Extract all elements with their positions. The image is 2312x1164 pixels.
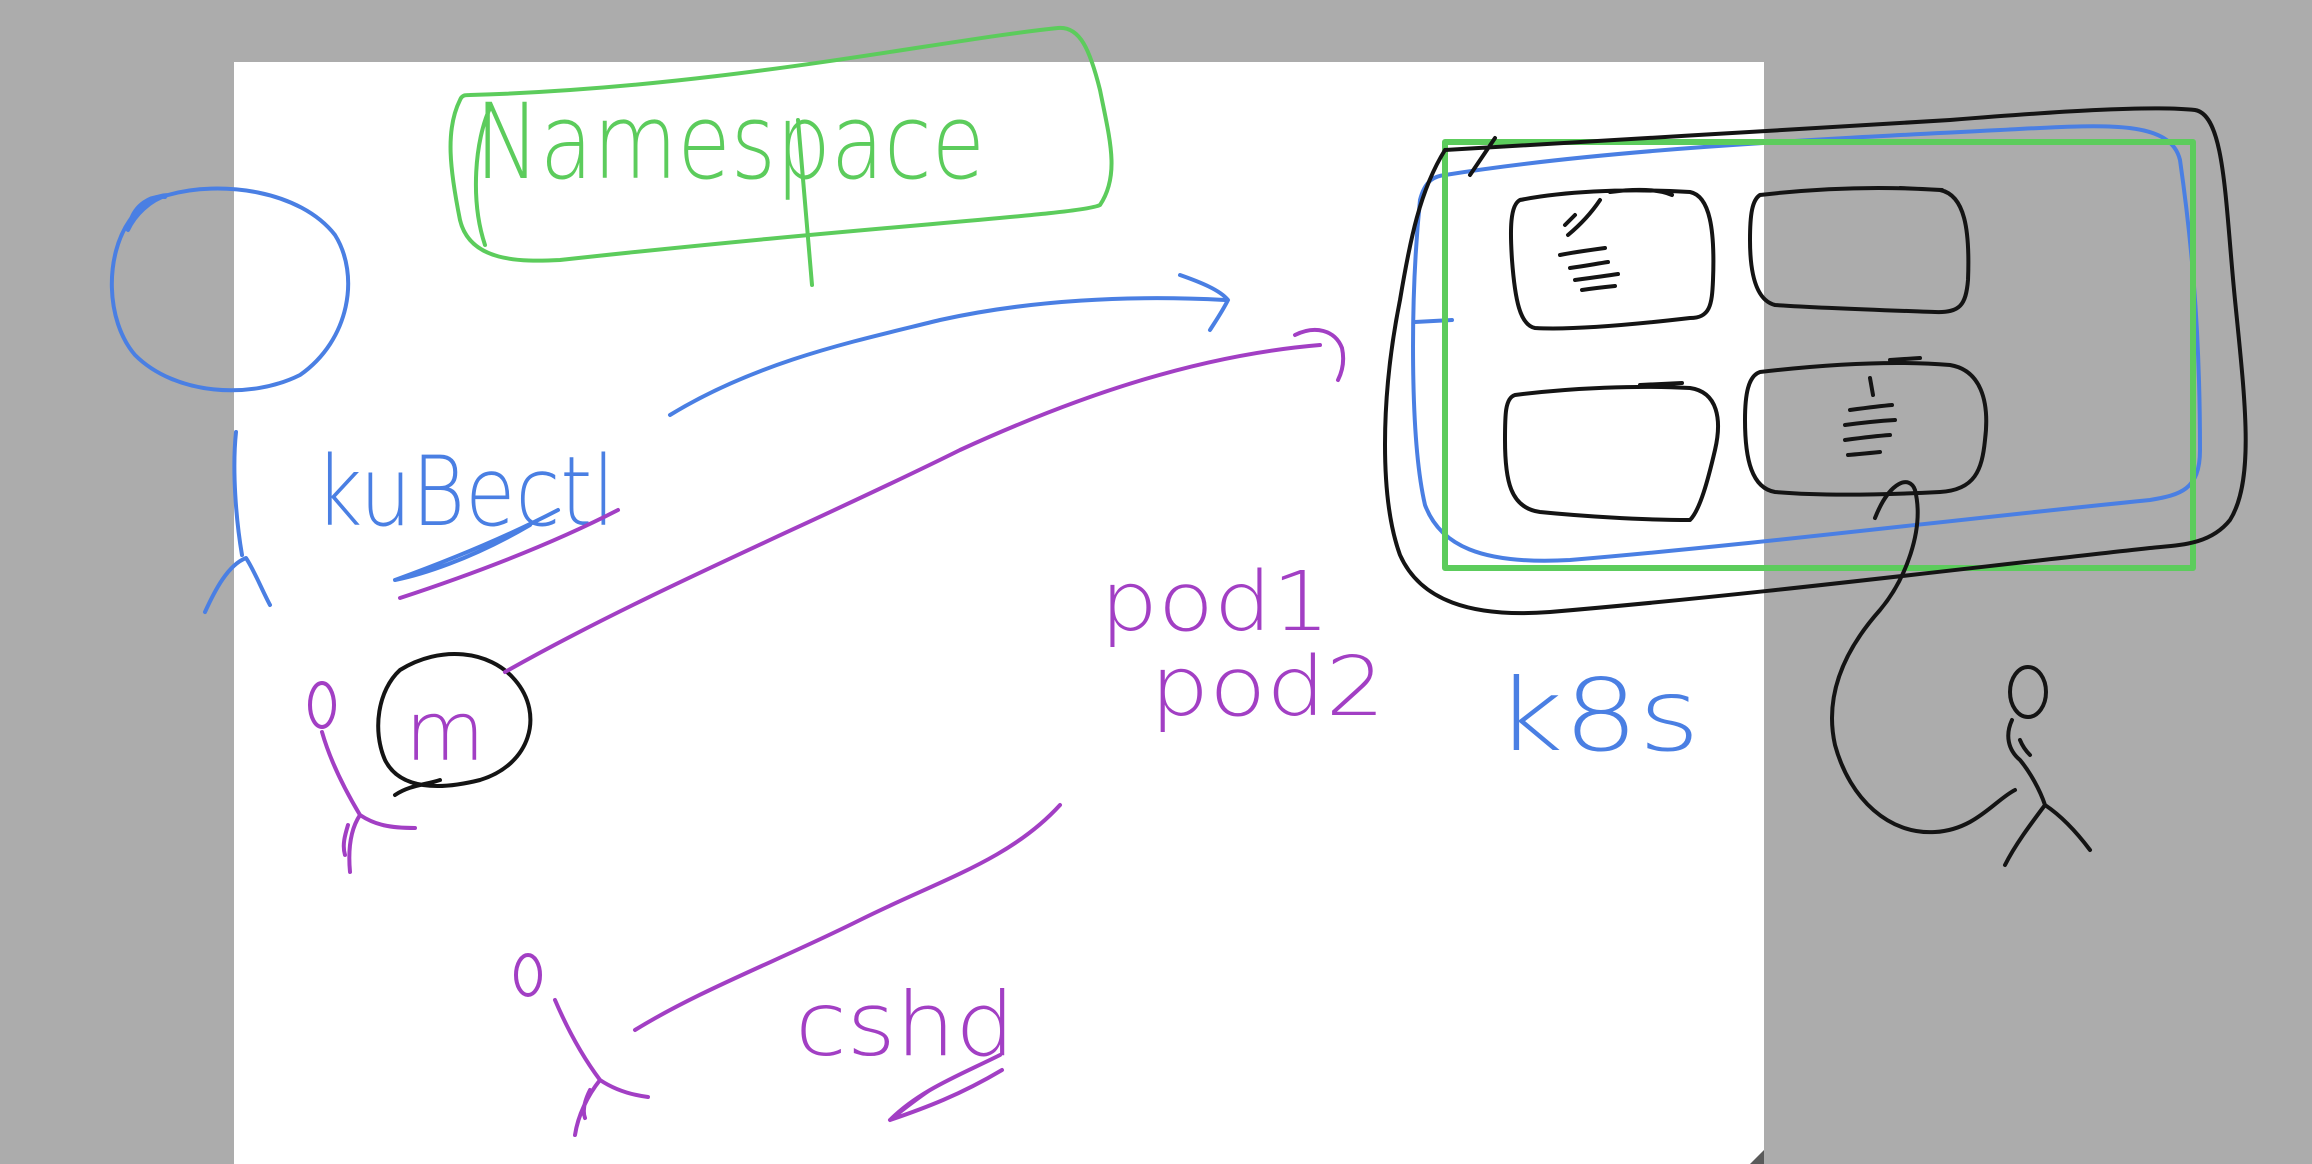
cshd-arrow <box>633 803 1062 1032</box>
cshd-return-line <box>888 1053 1004 1122</box>
namespace-label: Namespace <box>475 81 985 203</box>
kubectl-arrow-shaft <box>668 296 1227 417</box>
user-figure-right-head <box>2008 665 2048 719</box>
cluster-connector-loop <box>1830 480 2017 835</box>
namespace-box: Namespace <box>448 25 1114 287</box>
blue-down-arrow-shaft <box>232 430 244 557</box>
pod1-label: pod1 <box>1100 555 1330 650</box>
user-figure-right <box>2003 665 2092 867</box>
user-figure-left-body <box>320 730 417 874</box>
kubectl-return-purple <box>398 508 620 600</box>
pod-box-bottom-right <box>1743 356 1989 497</box>
m-label: m <box>405 685 485 780</box>
pod-document-mark-1 <box>1558 198 1620 292</box>
m-to-cluster-arrow <box>503 327 1346 674</box>
namespace-frame-stroke <box>448 25 1114 263</box>
kubectl-to-cluster-arrow <box>668 273 1230 417</box>
kubectl-arrow-head <box>1178 273 1230 332</box>
cluster-green-rect <box>1442 139 2196 571</box>
blue-circle-tail <box>128 194 167 224</box>
pod-box-bottom-left <box>1503 381 1720 522</box>
pod-box-top-left <box>1508 187 1716 331</box>
kubectl-return-arrow <box>393 508 620 600</box>
blue-down-arrow <box>203 430 272 614</box>
pod-box-top-right <box>1748 185 1971 315</box>
m-arrow-shaft <box>503 343 1322 674</box>
blue-circle-sketch <box>109 186 351 393</box>
pod2-label: pod2 <box>1150 640 1385 735</box>
cshd-return-arrow <box>888 1053 1004 1122</box>
user-figure-bottom <box>514 953 650 1137</box>
kubectl-label: kuBectl <box>315 436 615 548</box>
cluster-group <box>1383 106 2248 835</box>
m-circle-outline <box>376 652 533 797</box>
cluster-black-outline <box>1383 106 2248 616</box>
cshd-arrow-line <box>633 803 1062 1032</box>
user-figure-right-body <box>2003 718 2092 867</box>
k8s-label: k8s <box>1495 657 1700 774</box>
pod-document-mark-2 <box>1843 376 1897 457</box>
user-figure-bottom-head <box>514 953 542 997</box>
blue-down-arrow-head <box>203 556 272 614</box>
namespace-frame-inner <box>473 106 492 247</box>
kubectl-return-blue <box>393 508 560 582</box>
m-circle: m <box>376 652 533 797</box>
m-arrow-head <box>1293 327 1346 382</box>
namespace-p-descender <box>796 118 814 287</box>
sheet-resize-handle[interactable] <box>1750 1150 1764 1164</box>
user-figure-bottom-body <box>553 998 650 1137</box>
cshd-label: cshd <box>795 973 1015 1076</box>
user-figure-left <box>308 681 417 874</box>
user-figure-left-head <box>308 681 336 729</box>
